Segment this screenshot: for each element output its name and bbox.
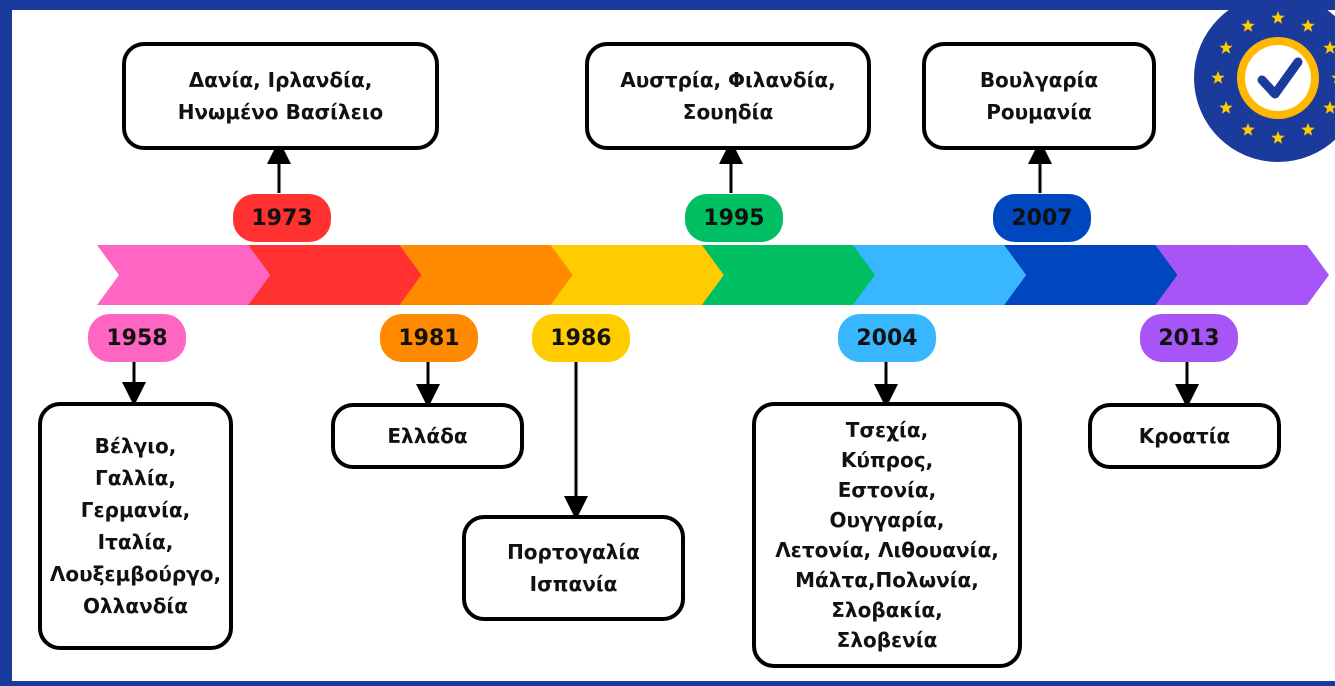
ribbon-chevron — [1004, 245, 1103, 305]
ribbon-chevron — [1079, 245, 1178, 305]
year-pill-2004: 2004 — [838, 314, 936, 362]
countries-box-2004: Τσεχία, Κύπρος, Εστονία, Ουγγαρία, Λετον… — [752, 402, 1022, 668]
year-pill-2013: 2013 — [1140, 314, 1238, 362]
country-line: Ρουμανία — [986, 100, 1092, 124]
countries-box-1995: Αυστρία, Φιλανδία, Σουηδία — [585, 42, 871, 150]
country-line: Σουηδία — [682, 100, 774, 124]
star-icon — [1219, 101, 1233, 114]
star-icon — [1301, 123, 1315, 136]
country-line: Γαλλία, — [95, 466, 176, 490]
country-line: Αυστρία, Φιλανδία, — [620, 68, 836, 92]
country-line: Πορτογαλία — [507, 540, 640, 564]
star-icon — [1323, 41, 1335, 54]
country-line: Λουξεμβούργο, — [49, 562, 222, 586]
country-line: Κροατία — [1138, 424, 1231, 448]
star-icon — [1211, 71, 1225, 84]
ribbon-chevron — [777, 245, 876, 305]
year-pill-2007: 2007 — [993, 194, 1091, 242]
year-pill-1986: 1986 — [532, 314, 630, 362]
ribbon-chevron — [172, 245, 271, 305]
countries-box-2013: Κροατία — [1088, 403, 1281, 469]
country-line: Ουγγαρία, — [829, 508, 945, 532]
country-line: Λετονία, Λιθουανία, — [775, 538, 999, 562]
ribbon-chevron — [399, 245, 498, 305]
star-icon — [1219, 41, 1233, 54]
ribbon-chevron — [1155, 245, 1254, 305]
country-line: Σλοβακία, — [831, 598, 943, 622]
year-pill-1958: 1958 — [88, 314, 186, 362]
country-line: Μάλτα,Πολωνία, — [795, 568, 979, 592]
countries-box-1986: Πορτογαλία Ισπανία — [462, 515, 685, 621]
country-line: Τσεχία, — [845, 418, 929, 442]
country-line: Κύπρος, — [840, 448, 934, 472]
star-icon — [1271, 131, 1285, 144]
star-icon — [1271, 11, 1285, 24]
countries-box-1981: Ελλάδα — [331, 403, 524, 469]
ribbon-chevron — [550, 245, 649, 305]
country-line: Ηνωμένο Βασίλειο — [177, 100, 384, 124]
country-line: Εστονία, — [837, 478, 937, 502]
countries-box-2007: Βουλγαρία Ρουμανία — [922, 42, 1156, 150]
ribbon-chevron — [1231, 245, 1329, 305]
country-line: Ισπανία — [529, 572, 618, 596]
ribbon-chevron — [928, 245, 1027, 305]
ribbon-chevron — [626, 245, 725, 305]
ribbon-chevron — [248, 245, 347, 305]
ribbon-chevron — [323, 245, 422, 305]
year-pill-1995: 1995 — [685, 194, 783, 242]
year-pill-1973: 1973 — [233, 194, 331, 242]
country-line: Ολλανδία — [83, 594, 188, 618]
ribbon-chevron — [701, 245, 800, 305]
ribbon-chevron — [475, 245, 573, 305]
eu-stars-clock-check-icon — [1194, 10, 1335, 162]
year-pill-1981: 1981 — [380, 314, 478, 362]
country-line: Βουλγαρία — [979, 68, 1099, 92]
star-icon — [1301, 19, 1315, 32]
country-line: Ιταλία, — [97, 530, 174, 554]
countries-box-1973: Δανία, Ιρλανδία, Ηνωμένο Βασίλειο — [122, 42, 439, 150]
ribbon-chevron — [853, 245, 951, 305]
star-icon — [1241, 19, 1255, 32]
country-line: Ελλάδα — [387, 424, 468, 448]
country-line: Βέλγιο, — [94, 434, 177, 458]
star-icon — [1241, 123, 1255, 136]
countries-box-1958: Βέλγιο, Γαλλία, Γερμανία, Ιταλία, Λουξεμ… — [38, 402, 233, 650]
country-line: Γερμανία, — [80, 498, 191, 522]
country-line: Δανία, Ιρλανδία, — [188, 68, 373, 92]
ribbon-chevron — [97, 245, 195, 305]
star-icon — [1323, 101, 1335, 114]
country-line: Σλοβενία — [836, 628, 938, 652]
star-icon — [1331, 75, 1335, 84]
